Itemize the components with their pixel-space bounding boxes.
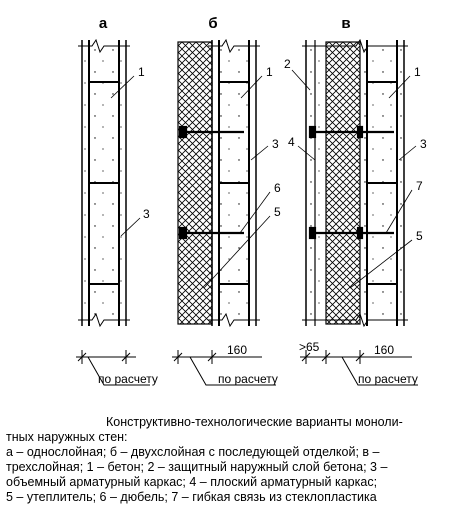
panel-v-calc-label: по расчету [358, 372, 418, 386]
panel-b-callout-1: 1 [266, 65, 273, 79]
caption-line-4: трехслойная; 1 – бетон; 2 – защитный нар… [6, 460, 388, 474]
caption-line-2: тных наружных стен: [6, 430, 128, 444]
panel-b-leader-1 [240, 75, 263, 99]
panel-v-leader-5 [349, 239, 413, 289]
panel-v-rebar-ties [367, 81, 397, 285]
panel-b-insulation [177, 41, 213, 325]
dim-panel-v [300, 350, 418, 386]
panel-v-leader-7 [385, 189, 413, 234]
panel-v: в 2 1 4 3 [284, 15, 427, 328]
panel-v-dim-160: 160 [374, 343, 394, 357]
panel-v-leader-1 [388, 75, 411, 99]
panel-b-leader-6 [239, 191, 271, 234]
dim-panel-b [172, 350, 276, 386]
panel-b-calc-label: по расчету [218, 372, 278, 386]
panel-a-rebar-ties [89, 81, 119, 285]
panel-v-callout-7: 7 [416, 179, 423, 193]
panel-b-leader-5 [203, 215, 271, 289]
panel-a-letter: а [99, 15, 108, 32]
panel-b-dowels [178, 125, 244, 240]
panel-a-callout-3: 3 [143, 207, 150, 221]
wall-sections-figure: а 1 3 б [76, 15, 427, 386]
panel-v-callout-2: 2 [284, 57, 291, 71]
panel-v-dim-65: >65 [299, 340, 320, 354]
panel-v-leader-4 [297, 145, 316, 161]
panel-v-leader-3 [398, 145, 417, 161]
panel-a-leader-1 [110, 75, 135, 99]
panel-v-outer-concrete [306, 42, 326, 324]
panel-b-leader-3 [250, 145, 269, 161]
panel-v-callout-3: 3 [420, 137, 427, 151]
panel-a-break-lines [78, 38, 130, 328]
caption-line-6: 5 – утеплитель; 6 – дюбель; 7 – гибкая с… [6, 490, 377, 504]
dim-panel-a [76, 350, 150, 386]
panel-v-insulation [325, 41, 361, 325]
panel-b: б 1 3 6 5 [177, 15, 281, 328]
panel-v-callout-4: 4 [288, 135, 295, 149]
panel-a-callout-1: 1 [138, 65, 145, 79]
caption-line-3: а – однослойная; б – двухслойная с после… [6, 445, 380, 459]
panel-b-callout-6: 6 [274, 181, 281, 195]
panel-b-dim-160: 160 [227, 343, 247, 357]
panel-b-break-lines [208, 38, 260, 328]
panel-a-calc-label: по расчету [98, 372, 158, 386]
panel-b-letter: б [208, 15, 217, 32]
figure-caption: Конструктивно-технологические варианты м… [0, 415, 465, 505]
panel-v-callout-1: 1 [414, 65, 421, 79]
panel-b-callout-5: 5 [274, 205, 281, 219]
panel-v-break-lines [302, 38, 408, 328]
panel-a: а 1 3 [78, 15, 150, 328]
panel-b-callout-3: 3 [272, 137, 279, 151]
caption-line-1: Конструктивно-технологические варианты м… [106, 415, 403, 429]
panel-v-flexible-ties [308, 125, 394, 240]
panel-v-callout-5: 5 [416, 229, 423, 243]
panel-a-leader-3 [120, 217, 141, 237]
panel-b-rebar-ties [219, 81, 249, 285]
caption-line-5: объемный арматурный каркас; 4 – плоский … [6, 475, 378, 489]
panel-v-leader-2 [291, 69, 311, 91]
panel-v-letter: в [341, 15, 350, 32]
